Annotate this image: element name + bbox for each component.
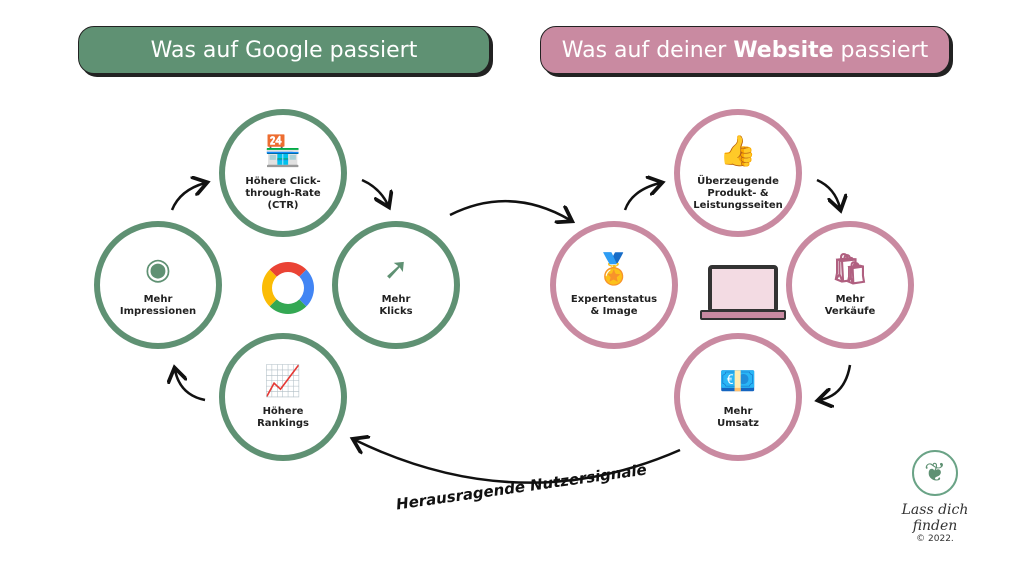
website-header: Was auf deiner Website passiert [540,26,950,74]
shopping-bag-icon: 🛍 [830,252,870,287]
google-header: Was auf Google passiert [78,26,490,74]
circle-label: Höhere Rankings [257,406,309,429]
arrow [623,183,660,211]
medal-icon: 🏅 [595,252,633,287]
circle-label: Expertenstatus & Image [570,294,658,317]
circle-impressionen: ◉ Mehr Impressionen [94,221,222,349]
cursor-icon: ➚ [383,252,409,287]
arrow [820,364,852,400]
thumbs-up-icon: 👍 [719,134,757,169]
storefront-icon: 🏪 [264,134,302,169]
circle-ctr: 🏪 Höhere Click-through-Rate (CTR) [219,109,347,237]
logo-text: Lass dich finden [901,502,969,534]
brand-logo: ❦ Lass dich finden © 2022. [880,450,990,544]
arrow [449,200,570,220]
header-brand: Website [733,37,834,63]
copyright: © 2022. [916,534,954,544]
money-icon: 💶 [719,364,757,399]
laptop-base [700,310,786,320]
circle-klicks: ➚ Mehr Klicks [332,221,460,349]
circle-label: Höhere Click-through-Rate (CTR) [245,176,321,211]
circle-label: Mehr Umsatz [717,406,759,429]
arrow [170,183,205,211]
laptop-icon [708,265,778,313]
feather-logo-icon: ❦ [912,450,958,496]
circle-label: Mehr Klicks [379,294,413,317]
circle-label: Mehr Verkäufe [824,294,876,317]
header-brand: Google [245,37,323,63]
circle-produktseiten: 👍 Überzeugende Produkt- & Leistungsseiten [674,109,802,237]
google-logo-icon [262,262,314,314]
circle-expertenstatus: 🏅 Expertenstatus & Image [550,221,678,349]
arrow [355,440,681,484]
arrow [175,370,206,402]
eye-icon: ◉ [144,252,172,287]
circle-rankings: 📈 Höhere Rankings [219,333,347,461]
circle-label: Mehr Impressionen [119,294,197,317]
header-text: passiert [322,37,418,63]
circle-verkaeufe: 🛍 Mehr Verkäufe [786,221,914,349]
chart-icon: 📈 [264,364,302,399]
header-text: passiert [833,37,929,63]
circle-umsatz: 💶 Mehr Umsatz [674,333,802,461]
circle-label: Überzeugende Produkt- & Leistungsseiten [693,176,783,211]
arrow [361,178,388,205]
header-text: Was auf [150,37,246,63]
arrow [816,178,840,208]
header-text: Was auf deiner [561,37,734,63]
